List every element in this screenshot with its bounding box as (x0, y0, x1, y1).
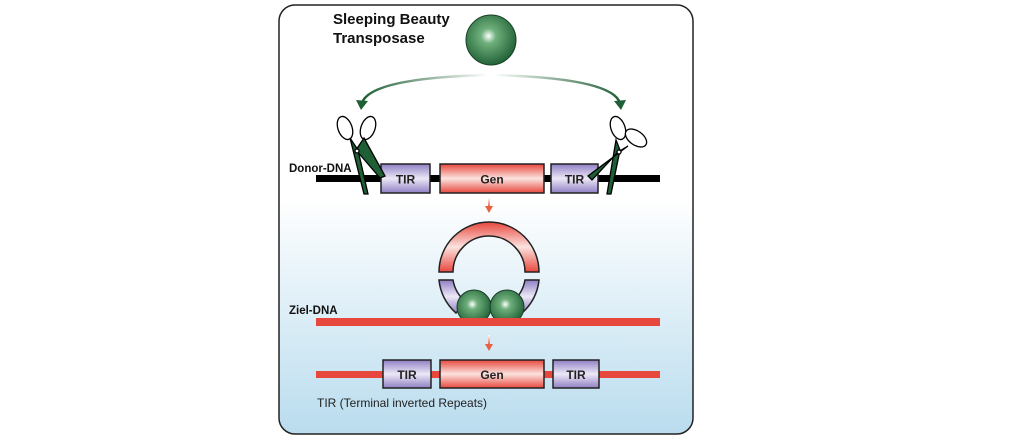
result-gene-box: Gen (439, 359, 545, 389)
donor-tir-left-label: TIR (396, 173, 416, 187)
target-dna-label: Ziel-DNA (289, 305, 338, 317)
scissors-right-icon (587, 115, 648, 195)
result-tir-right: TIR (552, 359, 600, 389)
donor-gene-box: Gen (439, 163, 545, 194)
donor-tir-left: TIR (380, 163, 431, 194)
small-arrow-down-1 (485, 198, 493, 213)
title-line-2: Transposase (333, 30, 425, 47)
target-dna-strand (316, 318, 660, 326)
donor-tir-right-label: TIR (565, 173, 585, 187)
result-gene-label: Gen (480, 368, 503, 382)
result-tir-left: TIR (382, 359, 432, 389)
donor-tir-right: TIR (550, 163, 599, 194)
legend-text: TIR (Terminal inverted Repeats) (317, 396, 487, 410)
donor-dna-label: Donor-DNA (289, 163, 352, 175)
donor-gene-label: Gen (480, 173, 503, 187)
panel-frame (278, 4, 694, 435)
result-tir-right-label: TIR (566, 368, 586, 382)
curved-arrow-right (493, 73, 622, 104)
arrow-head-right (614, 100, 626, 110)
scissors-left-icon (336, 115, 386, 195)
result-tir-left-label: TIR (397, 368, 417, 382)
transposase-sphere (465, 14, 517, 66)
title-line-1: Sleeping Beauty (333, 11, 450, 28)
curved-arrow-left (360, 73, 489, 104)
arrow-head-left (356, 100, 368, 110)
small-arrow-down-2 (485, 335, 493, 351)
